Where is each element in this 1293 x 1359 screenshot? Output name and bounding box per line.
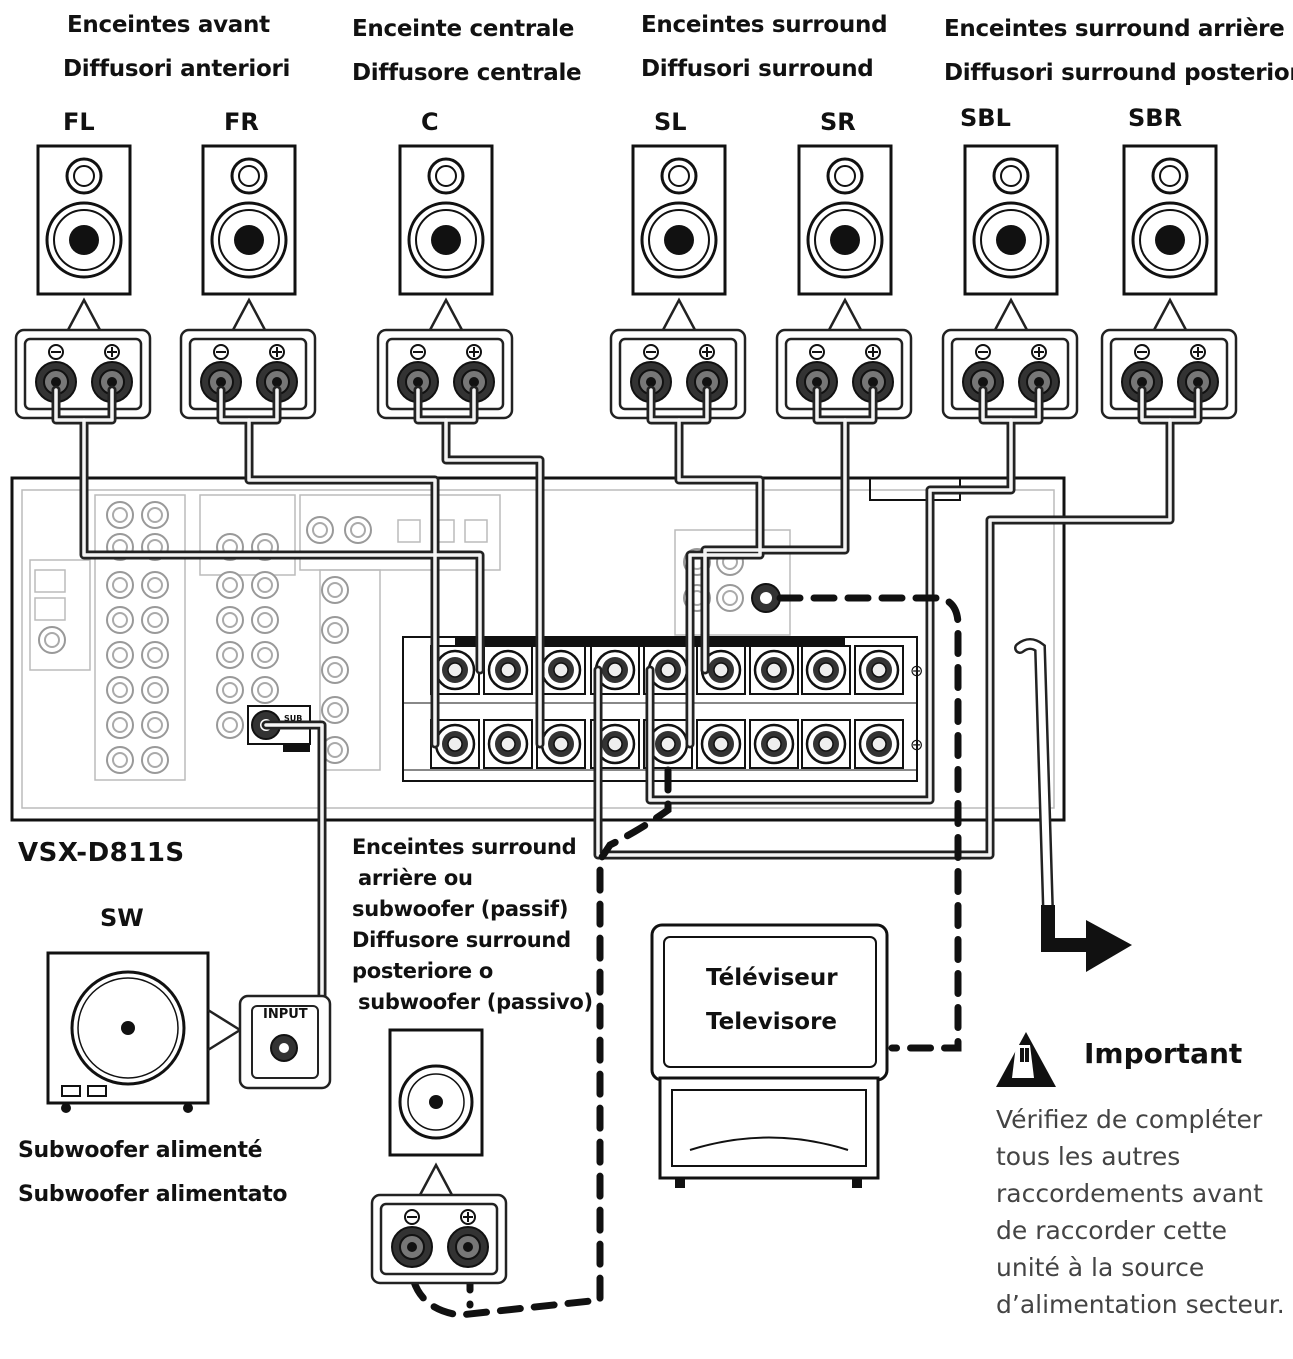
channel-label-sl: SL bbox=[654, 108, 687, 136]
surround-back-label-it: Diffusori surround posteriori bbox=[944, 60, 1293, 86]
tv-label-fr: Téléviseur bbox=[706, 965, 838, 991]
front-speakers-label-fr: Enceintes avant bbox=[67, 12, 270, 38]
speaker-cables bbox=[51, 385, 1203, 860]
warning-triangle-icon bbox=[996, 1032, 1056, 1087]
center-speaker-label-it: Diffusore centrale bbox=[352, 60, 582, 86]
speaker-fr bbox=[201, 144, 297, 296]
surround-back-or-passive-label-l3: subwoofer (passif) bbox=[352, 897, 569, 921]
channel-label-sbr: SBR bbox=[1128, 104, 1183, 132]
power-cord bbox=[1014, 638, 1132, 972]
terminal-sbl bbox=[941, 328, 1079, 420]
speaker-sbr bbox=[1122, 144, 1218, 296]
subwoofer-input-label: INPUT bbox=[263, 1007, 308, 1022]
important-note-text: Vérifiez de compléter tous les autres ra… bbox=[996, 1105, 1285, 1319]
speaker-fl bbox=[36, 144, 132, 296]
terminal-sr bbox=[775, 328, 913, 420]
front-speakers-label-it: Diffusori anteriori bbox=[63, 56, 291, 82]
surround-back-or-passive-label-l1: Enceintes surround bbox=[352, 835, 577, 859]
receiver-model-label: VSX-D811S bbox=[18, 838, 185, 868]
passive-speaker bbox=[370, 1028, 508, 1285]
terminal-c bbox=[376, 328, 514, 420]
terminal-sl bbox=[609, 328, 747, 420]
channel-label-c: C bbox=[421, 108, 439, 136]
terminal-fr bbox=[179, 328, 317, 420]
svg-text:⊖: ⊖ bbox=[910, 735, 923, 754]
speaker-sl bbox=[631, 144, 727, 296]
powered-subwoofer-label-it: Subwoofer alimentato bbox=[18, 1182, 288, 1207]
surround-speakers-label-fr: Enceintes surround bbox=[641, 12, 888, 38]
surround-back-or-passive-label-l6: subwoofer (passivo) bbox=[358, 990, 593, 1014]
terminal-fl bbox=[14, 328, 152, 420]
channel-label-sr: SR bbox=[820, 108, 856, 136]
svg-text:⊕: ⊕ bbox=[910, 661, 923, 680]
surround-back-or-passive-label-l4: Diffusore surround bbox=[352, 928, 571, 952]
powered-subwoofer bbox=[46, 951, 332, 1113]
surround-back-or-passive-label-l5: posteriore o bbox=[352, 959, 493, 983]
tv-label-it: Televisore bbox=[706, 1009, 838, 1035]
subwoofer-channel-label: SW bbox=[100, 904, 144, 932]
speaker-sr bbox=[797, 144, 893, 296]
speaker-sbl bbox=[963, 144, 1059, 296]
channel-label-fr: FR bbox=[224, 108, 259, 136]
television bbox=[650, 923, 889, 1188]
center-speaker-label-fr: Enceinte centrale bbox=[352, 16, 575, 42]
channel-label-fl: FL bbox=[63, 108, 95, 136]
svg-text:SUB: SUB bbox=[284, 714, 302, 723]
surround-back-label-fr: Enceintes surround arrière bbox=[944, 16, 1285, 42]
speaker-c bbox=[398, 144, 494, 296]
surround-speakers-label-it: Diffusori surround bbox=[641, 56, 874, 82]
surround-back-or-passive-label-l2: arrière ou bbox=[358, 866, 473, 890]
powered-subwoofer-label-fr: Subwoofer alimenté bbox=[18, 1138, 263, 1163]
callout-pointers bbox=[66, 297, 1188, 331]
important-heading: Important bbox=[1084, 1037, 1243, 1070]
terminal-sbr bbox=[1100, 328, 1238, 420]
channel-label-sbl: SBL bbox=[960, 104, 1011, 132]
